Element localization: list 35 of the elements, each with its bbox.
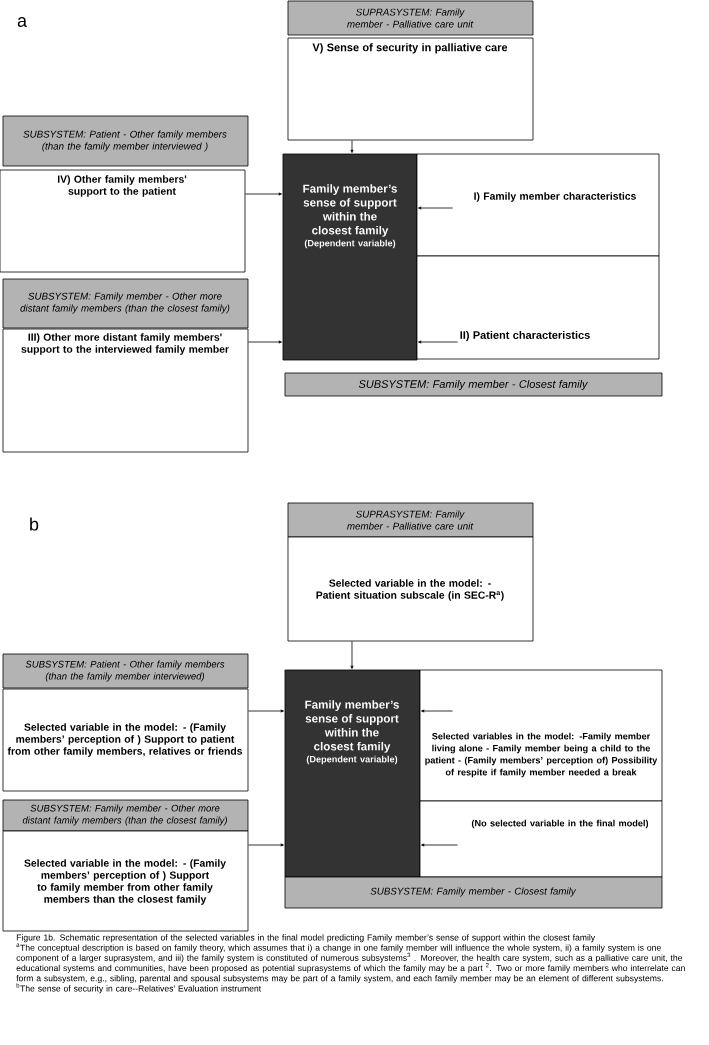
- arrow: [418, 206, 453, 210]
- arrow: [245, 192, 282, 196]
- header-box: SUBSYSTEM: Patient - Other family members (than the family member interviewed): [2, 653, 249, 689]
- header-box: SUPRASYSTEM: Family member - Palliative care unit: [287, 0, 534, 36]
- footnote: $^{a}$The conceptual description is based on family theory, which assumes that i) a change in one family member will influence the whole system, ii) a family system is one component of a larger suprasystem, and iii) the family system is constituted of numerous subsystems$^{3}$ . Moreover, the health care system, such as a palliative care unit, the educational systems and communities, have been proposed as potential suprasystems of which the family may be a part $^{2}$. Two or more family members who interrelate can form a subsystem, e.g., sibling, parental and spousal subsystems may be part of a family system, and each family member may be an element of different subsystems.: [16, 943, 685, 983]
- arrow: [248, 843, 284, 847]
- text-box: (No selected variable in the final model): [419, 800, 663, 878]
- center-box: Family member’s sense of support within the closest family (Dependent variable): [282, 153, 418, 361]
- arrow: [421, 843, 458, 847]
- text-box: Selected variables in the model: -Family member living alone - Family member being a child to the patient - (Family members’ perception of) Possibility of respite if family member needed a break: [419, 669, 663, 802]
- text-box: Selected variable in the model: -Patient situation subscale (in SEC-R$^{a}$): [287, 536, 534, 642]
- figure-caption: Figure 1b. Schematic representation of the selected variables in the final model predicting Family member’s sense of support within the closest family: [16, 934, 596, 943]
- text-box: V) Sense of security in palliative care: [287, 37, 534, 141]
- header-box: SUBSYSTEM: Family member - Closest family: [284, 876, 663, 909]
- text-box: IV) Other family members' support to the patient: [0, 169, 246, 273]
- panel-label: b: [30, 517, 39, 531]
- header-box: SUBSYSTEM: Patient - Other family members (than the family member interviewed ): [2, 115, 249, 167]
- arrow: [350, 140, 354, 153]
- panel-label: a: [17, 17, 27, 27]
- text-box: Selected variable in the model: - (Family members’ perception of ) Support to patient from other family members, relatives or friends: [2, 688, 249, 792]
- arrow: [418, 340, 458, 344]
- text-box: Selected variable in the model: - (Family members’ perception of ) Support to family member from other family members than the closest family: [2, 830, 249, 932]
- text-box: II) Patient characteristics: [416, 255, 660, 360]
- header-box: SUPRASYSTEM: Family member - Palliative care unit: [287, 502, 534, 538]
- header-box: SUBSYSTEM: Family member - Closest family: [284, 372, 663, 397]
- arrow: [248, 709, 284, 713]
- arrow: [248, 340, 282, 344]
- header-box: SUBSYSTEM: Family member - Other more distant family members (than the closest family): [2, 278, 249, 329]
- header-box: SUBSYSTEM: Family member - Other more distant family members (than the closest family): [2, 799, 249, 832]
- arrow: [350, 641, 354, 669]
- arrow: [421, 709, 453, 713]
- text-box: I) Family member characteristics: [416, 153, 660, 257]
- footnote: $^{b}$The sense of security in care--Relatives' Evaluation instrument: [16, 983, 262, 994]
- center-box: Family member’s sense of support within the closest family (Dependent variable): [284, 669, 421, 878]
- text-box: III) Other more distant family members' support to the interviewed family member: [2, 328, 249, 453]
